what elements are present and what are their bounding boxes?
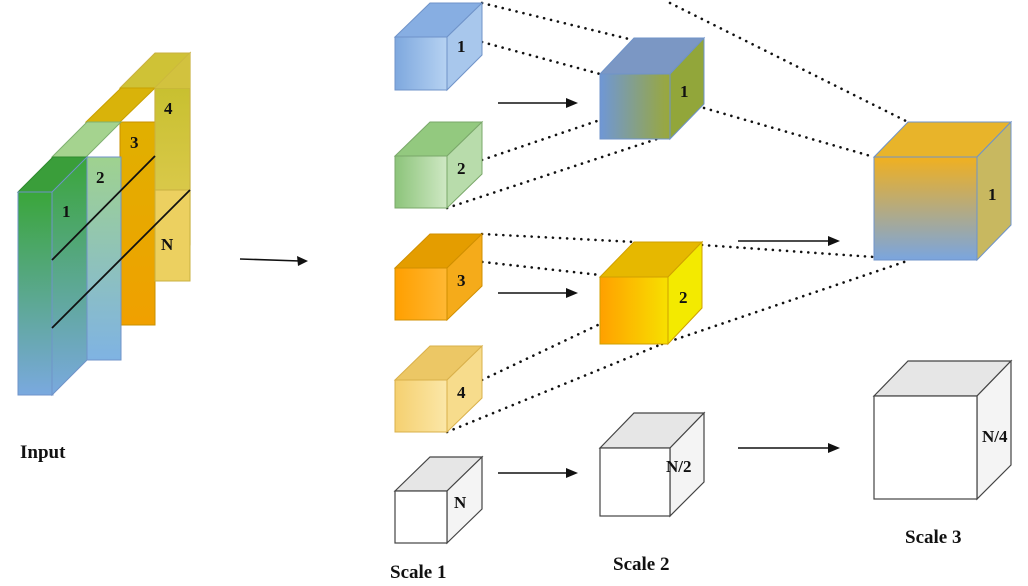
input-arrow <box>239 256 308 266</box>
input-stack: 1 2 3 4 N <box>16 51 192 397</box>
scale-2-column: 1 2 N/2 <box>598 36 706 518</box>
scale-3-column: 1 N/4 <box>872 120 1013 501</box>
scale-1-block-label-1: 1 <box>457 37 466 56</box>
scale-1-block-label-4: 4 <box>457 383 466 402</box>
scale-3-label: Scale 3 <box>905 527 961 548</box>
scale-3-cube-label-1: 1 <box>988 185 997 204</box>
scale-1-label: Scale 1 <box>390 562 446 583</box>
input-slice-label-n: N <box>161 235 174 254</box>
scale-1-block-2: 2 <box>393 120 484 210</box>
scale-2-cube-label-2: 2 <box>679 288 688 307</box>
dotted-connectors <box>445 1 912 434</box>
scale-2-cube-label-n2: N/2 <box>666 457 692 476</box>
scale-1-block-label-n: N <box>454 493 467 512</box>
scale-2-label: Scale 2 <box>613 554 669 575</box>
scale-2-cube-n2: N/2 <box>598 411 706 518</box>
scale-1-block-3: 3 <box>393 232 484 322</box>
scale-2-cube-2: 2 <box>598 240 704 346</box>
scale-2-to-3-arrows <box>738 236 840 453</box>
input-slice-label-2: 2 <box>96 168 105 187</box>
scale-2-cube-1: 1 <box>598 36 706 141</box>
scale-2-cube-label-1: 1 <box>680 82 689 101</box>
scale-1-block-4: 4 <box>393 344 484 434</box>
scale-3-cube-label-n4: N/4 <box>982 427 1008 446</box>
scale-3-cube-1: 1 <box>872 120 1013 262</box>
scale-1-to-2-arrows <box>498 98 578 478</box>
scale-1-block-1: 1 <box>393 1 484 92</box>
scale-1-column: 1 2 3 4 N <box>393 1 484 545</box>
scale-1-block-n: N <box>393 455 484 545</box>
input-label: Input <box>20 442 66 463</box>
input-slice-n <box>154 53 191 282</box>
scale-1-block-label-3: 3 <box>457 271 466 290</box>
input-split-line-lower <box>51 189 191 329</box>
input-slice-1 <box>16 155 89 397</box>
scale-3-cube-n4: N/4 <box>872 359 1013 501</box>
input-slice-label-3: 3 <box>130 133 139 152</box>
input-split-line-upper <box>51 155 156 261</box>
input-slice-label-1: 1 <box>62 202 71 221</box>
scale-1-block-label-2: 2 <box>457 159 466 178</box>
input-slice-2 <box>50 121 123 361</box>
input-slice-label-4: 4 <box>164 99 173 118</box>
